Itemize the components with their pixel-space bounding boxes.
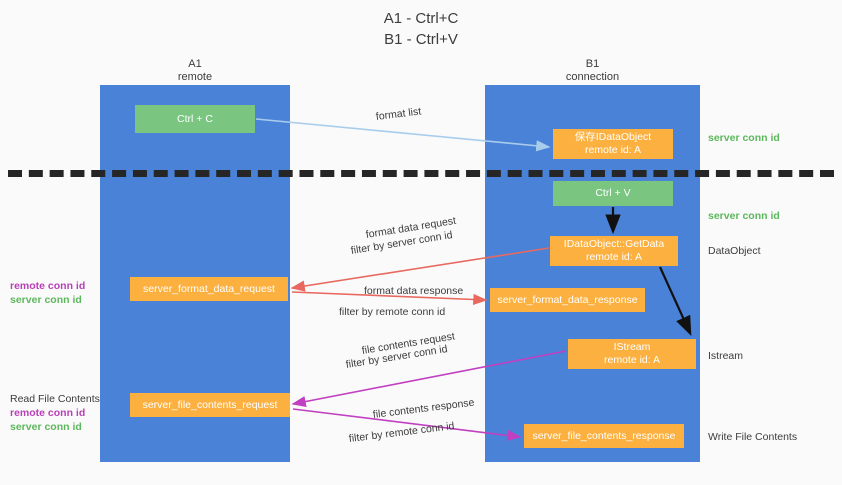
- filter-prefix: filter by: [344, 353, 384, 371]
- box-server-file-contents-request[interactable]: server_file_contents_request: [130, 393, 290, 417]
- filter-prefix: filter by: [348, 428, 387, 445]
- label-server-conn-id-top: server conn id: [708, 132, 780, 144]
- box-istream[interactable]: IStream remote id: A: [568, 339, 696, 369]
- lane-header-a1-name: A1: [188, 58, 202, 70]
- phase-divider: [8, 170, 834, 177]
- label-remote-conn-id: remote conn id: [10, 407, 86, 419]
- label-file-contents-response: file contents response: [372, 396, 476, 421]
- label-server-conn-id: server conn id: [10, 294, 82, 306]
- label-dataobject: DataObject: [708, 245, 761, 257]
- lane-header-b1-sub: connection: [565, 71, 620, 83]
- filter-prefix: filter by: [339, 306, 376, 318]
- box-idataobject-getdata[interactable]: IDataObject::GetData remote id: A: [550, 236, 678, 266]
- box-server-format-data-response[interactable]: server_format_data_response: [490, 288, 645, 312]
- label-format-data-response: format data response: [364, 285, 464, 297]
- box-idataobject[interactable]: 保存IDataObject remote id: A: [553, 129, 673, 159]
- box-server-format-data-request[interactable]: server_format_data_request: [130, 277, 288, 301]
- filter-key-remote-conn-id: remote conn id: [384, 420, 456, 441]
- label-group-format-conn-ids: remote conn id server conn id: [10, 279, 85, 307]
- title-line-2: B1 - Ctrl+V: [384, 31, 458, 48]
- page-title: A1 - Ctrl+C B1 - Ctrl+V: [0, 8, 842, 50]
- box-ctrl-c[interactable]: Ctrl + C: [135, 105, 255, 133]
- label-istream: Istream: [708, 350, 744, 362]
- filter-prefix: filter by: [349, 239, 389, 257]
- label-format-list: format list: [375, 105, 422, 123]
- lane-header-b1-name: B1: [585, 58, 600, 70]
- filter-key-remote-conn-id: remote conn id: [375, 306, 446, 318]
- lane-header-a1: A1 remote: [115, 58, 275, 84]
- label-group-file-conn-ids: Read File Contents remote conn id server…: [10, 392, 100, 434]
- box-ctrl-v[interactable]: Ctrl + V: [553, 181, 673, 206]
- label-write-file-contents: Write File Contents: [708, 431, 798, 443]
- lane-header-b1: B1 connection: [510, 58, 675, 84]
- box-server-file-contents-response[interactable]: server_file_contents_response: [524, 424, 684, 448]
- lane-header-a1-sub: remote: [177, 71, 213, 83]
- label-server-conn-id: server conn id: [10, 421, 82, 433]
- label-file-contents-response-filter: filter by remote conn id: [348, 420, 455, 446]
- title-line-1: A1 - Ctrl+C: [383, 10, 459, 27]
- label-format-data-response-filter: filter by remote conn id: [339, 306, 445, 319]
- label-read-file-contents: Read File Contents: [10, 393, 100, 405]
- label-server-conn-id-mid: server conn id: [708, 210, 780, 222]
- label-remote-conn-id: remote conn id: [10, 280, 86, 292]
